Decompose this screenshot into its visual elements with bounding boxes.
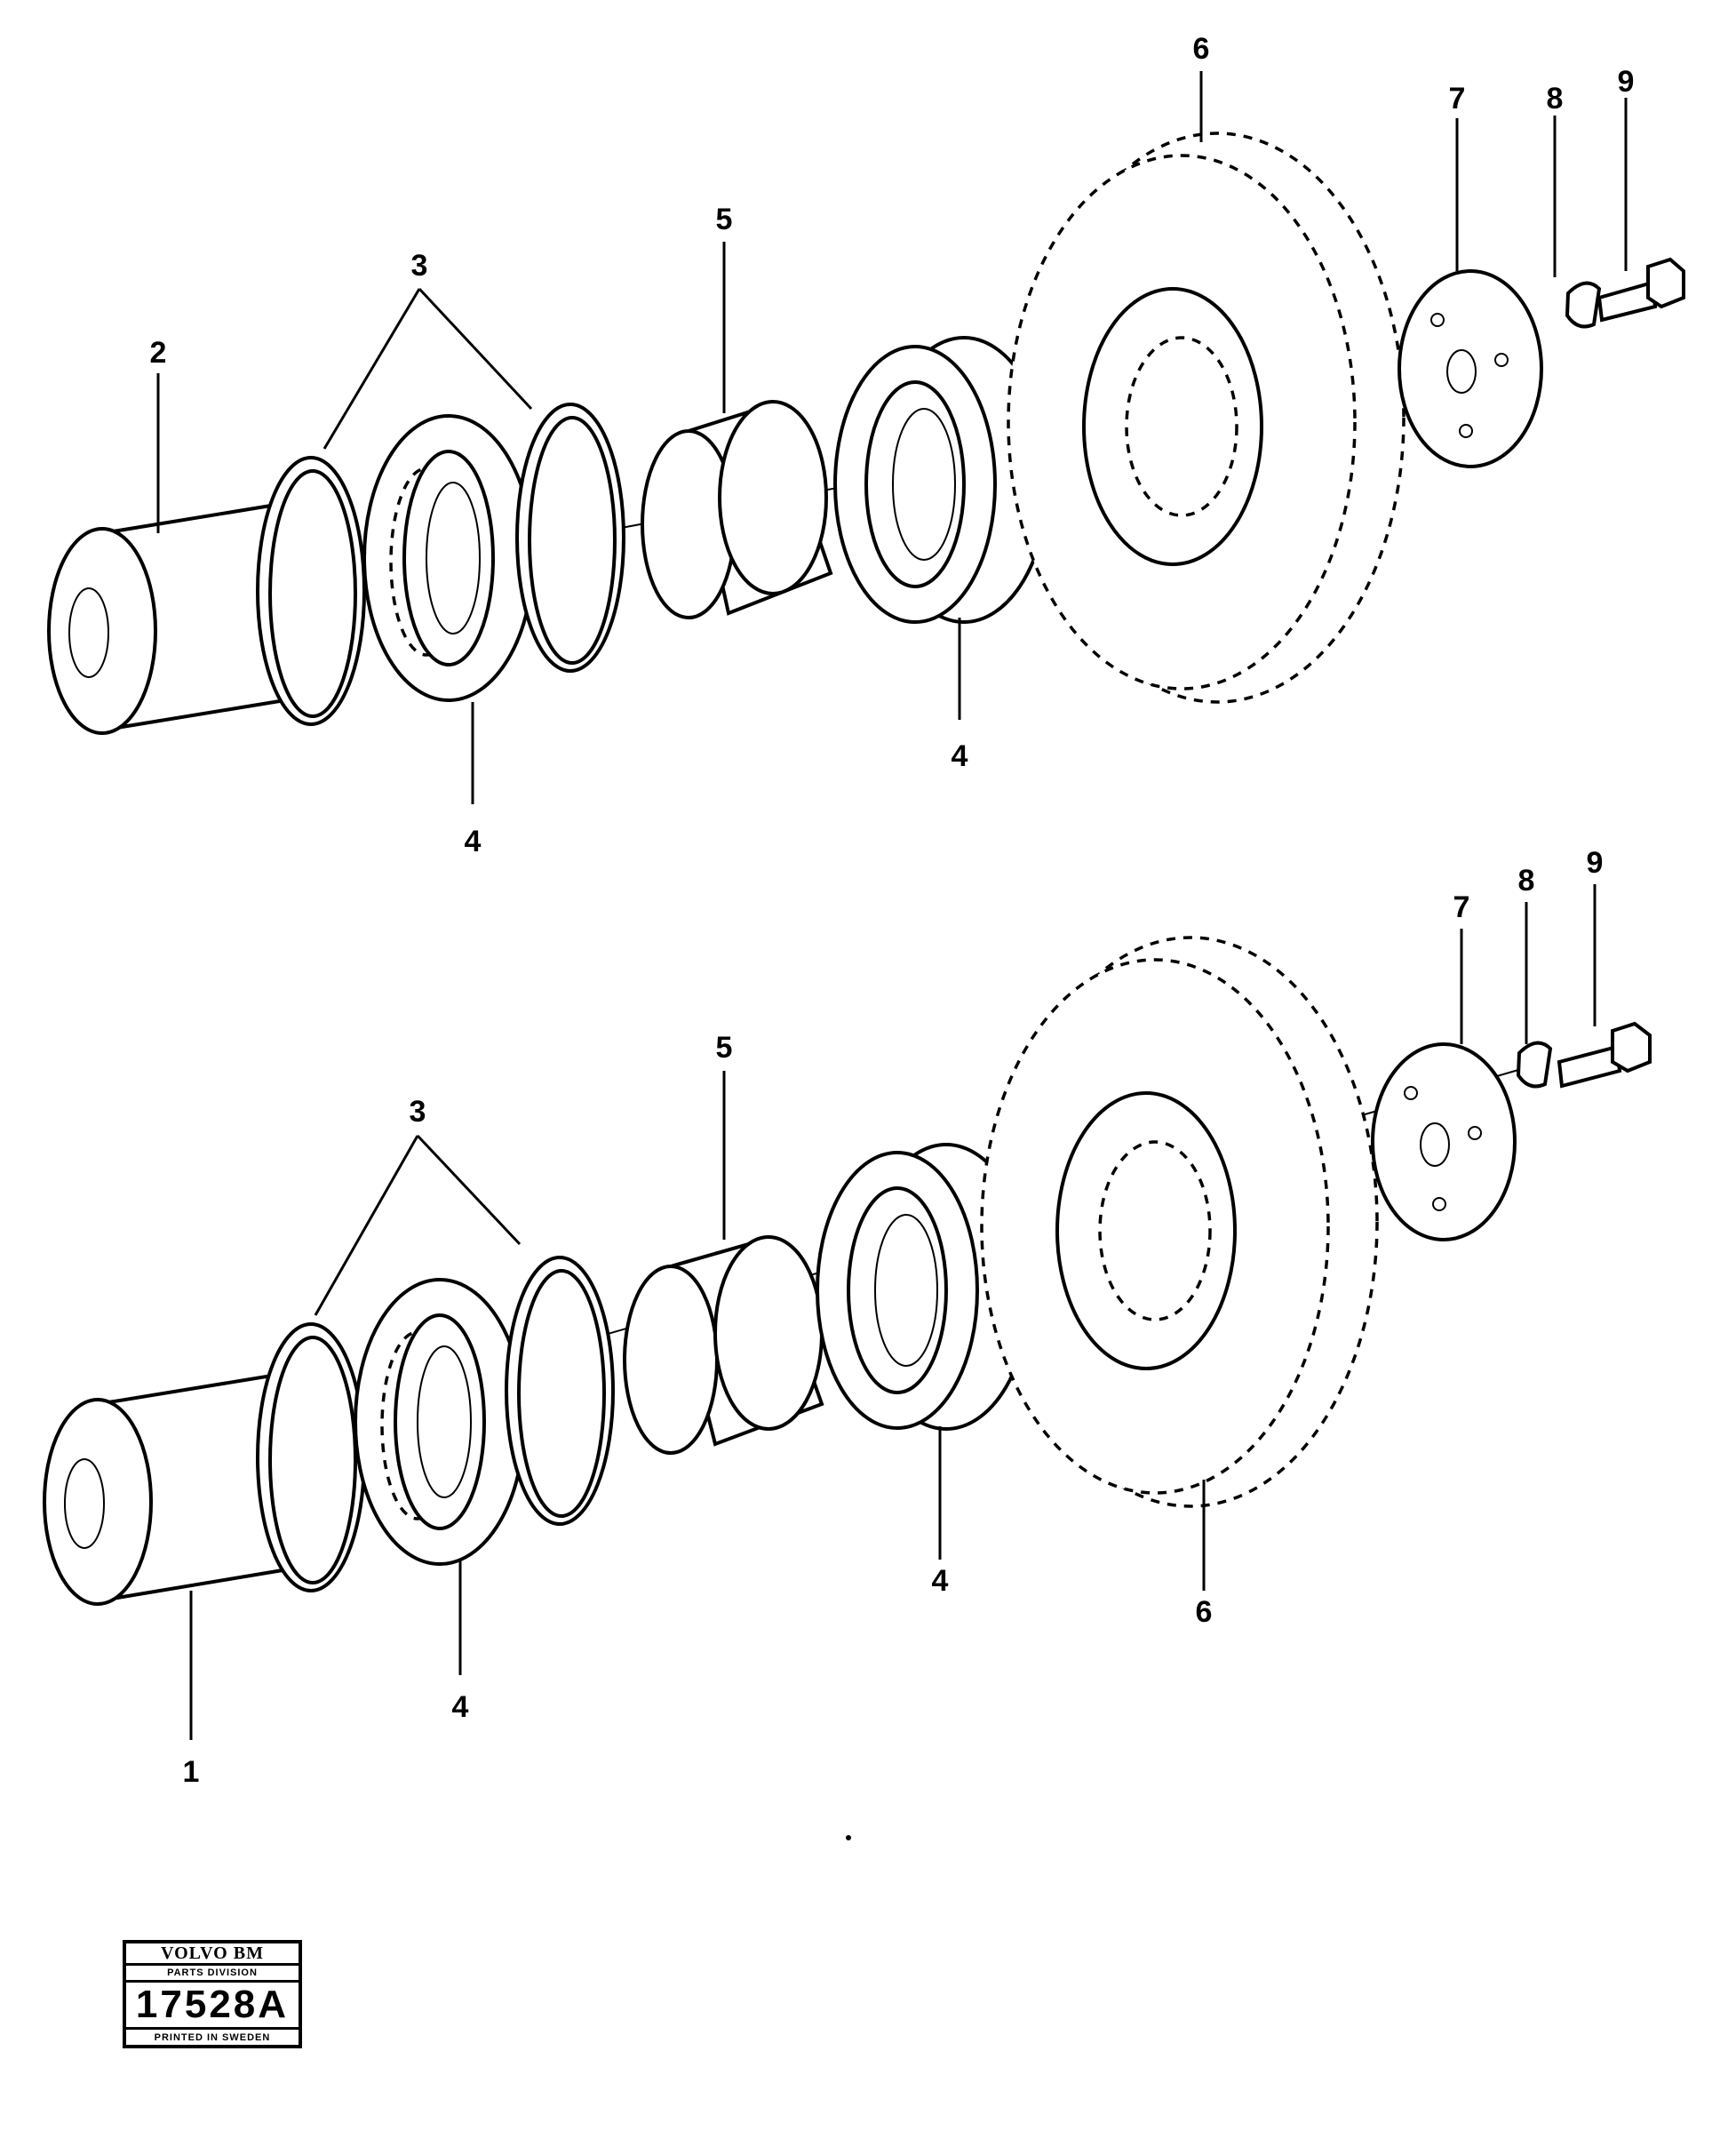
lower-snap-ring-left bbox=[256, 1322, 366, 1592]
upper-callout-shaft: 2 bbox=[150, 336, 167, 370]
upper-callout-sleeve: 5 bbox=[716, 203, 733, 236]
lower-bearing-left bbox=[354, 1278, 526, 1566]
upper-snap-ring-right bbox=[515, 403, 625, 673]
upper-callout-bolt: 9 bbox=[1618, 65, 1635, 99]
lower-spacer-sleeve bbox=[623, 1235, 824, 1455]
lower-washer-plate bbox=[1371, 1042, 1517, 1241]
upper-callout-gear: 6 bbox=[1193, 32, 1210, 66]
lower-callout-shaft: 1 bbox=[183, 1755, 200, 1789]
lower-callout-gear: 6 bbox=[1196, 1595, 1213, 1629]
lower-assembly bbox=[43, 936, 1652, 1606]
upper-assembly bbox=[47, 132, 1685, 735]
stamp-brand: VOLVO BM bbox=[126, 1943, 299, 1966]
stamp-footer: PRINTED IN SWEDEN bbox=[154, 2032, 271, 2043]
lower-callout-sleeve: 5 bbox=[716, 1031, 733, 1065]
lower-bearing-right bbox=[816, 1143, 1032, 1431]
stamp-illustration-number: 17528A bbox=[126, 1983, 299, 2030]
stamp-division: PARTS DIVISION bbox=[126, 1966, 299, 1983]
upper-lock-tab bbox=[1565, 281, 1602, 329]
upper-spacer-sleeve bbox=[641, 400, 833, 619]
upper-callout-bearing-left: 4 bbox=[465, 825, 482, 858]
upper-callout-washer: 7 bbox=[1449, 82, 1466, 116]
lower-callouts: 1 3 4 5 4 6 7 8 9 bbox=[183, 846, 1604, 1789]
upper-callout-snap-rings: 3 bbox=[411, 249, 428, 283]
upper-gear bbox=[1007, 132, 1406, 704]
lower-lock-tab bbox=[1516, 1041, 1553, 1089]
print-dot bbox=[846, 1835, 851, 1840]
lower-callout-washer: 7 bbox=[1453, 890, 1470, 924]
lower-snap-ring-right bbox=[505, 1256, 615, 1526]
lower-callout-bearing-right: 4 bbox=[932, 1564, 949, 1598]
upper-callouts: 2 3 4 5 4 6 7 8 9 bbox=[150, 32, 1635, 858]
lower-callout-lock-tab: 8 bbox=[1518, 864, 1535, 898]
leader-lines bbox=[156, 71, 1628, 1740]
lower-callout-bolt: 9 bbox=[1587, 846, 1604, 880]
lower-bolt bbox=[1557, 1021, 1652, 1089]
upper-callout-bearing-right: 4 bbox=[952, 739, 968, 773]
upper-snap-ring-left bbox=[256, 456, 366, 726]
lower-callout-snap-rings: 3 bbox=[410, 1095, 426, 1129]
upper-washer-plate bbox=[1398, 269, 1543, 468]
upper-callout-lock-tab: 8 bbox=[1547, 82, 1564, 116]
upper-bearing-right bbox=[833, 336, 1050, 624]
lower-callout-bearing-left: 4 bbox=[452, 1690, 469, 1724]
lower-gear bbox=[980, 936, 1379, 1508]
upper-bolt bbox=[1597, 257, 1685, 323]
publisher-stamp: VOLVO BM PARTS DIVISION 17528A PRINTED I… bbox=[123, 1940, 302, 2048]
upper-bearing-left bbox=[362, 414, 535, 702]
